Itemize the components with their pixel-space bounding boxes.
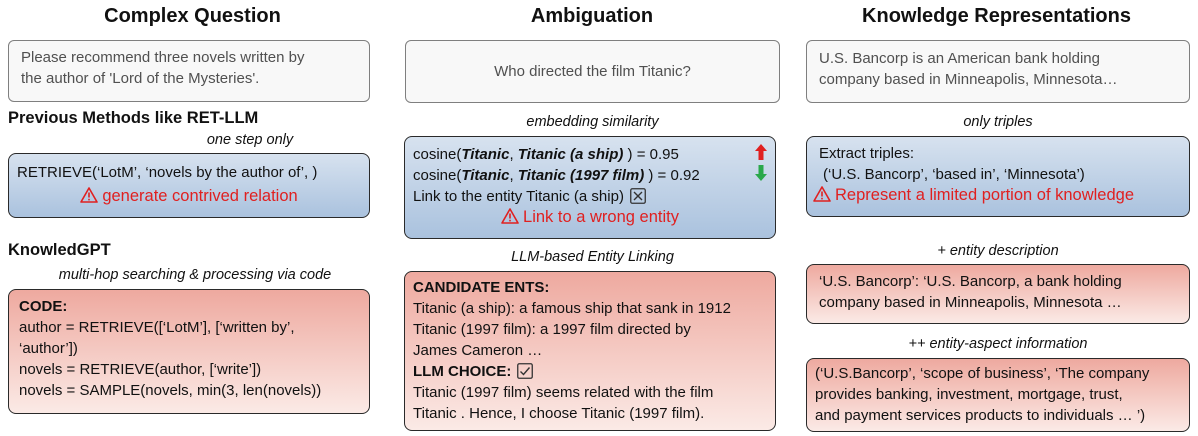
description-line: company based in Minneapolis, Minnesota … — [819, 294, 1122, 311]
check-box-icon — [517, 363, 534, 379]
triples-label: Extract triples: — [819, 145, 915, 162]
col3-header: Knowledge Representations — [862, 5, 1131, 27]
candidate-line: Titanic (a ship): a famous ship that san… — [413, 300, 731, 317]
candidate-line: James Cameron … — [413, 342, 543, 359]
prev-code: RETRIEVE(‘LotM’, ‘novels by the author o… — [17, 164, 318, 181]
link-text: Link to the entity Titanic (a ship) — [413, 188, 624, 205]
source-text-line: U.S. Bancorp is an American bank holding — [819, 50, 1100, 67]
prev-warning: generate contrived relation — [17, 186, 361, 207]
code-line: author = RETRIEVE([‘LotM’], [‘written by… — [19, 319, 295, 336]
llm-caption: LLM-based Entity Linking — [511, 249, 674, 265]
embed-warning-text: Link to a wrong entity — [523, 208, 679, 226]
description-box: ‘U.S. Bancorp’: ‘U.S. Bancorp, a bank ho… — [806, 264, 1190, 324]
cos-sep: , — [509, 146, 518, 163]
code-line: novels = SAMPLE(novels, min(3, len(novel… — [19, 382, 322, 399]
warning-icon — [80, 187, 99, 203]
cos-entity: Titanic — [461, 167, 510, 184]
triples-caption: only triples — [963, 114, 1033, 130]
prev-method-box: RETRIEVE(‘LotM’, ‘novels by the author o… — [8, 153, 370, 218]
aspect-caption: ++ entity-aspect information — [908, 336, 1088, 352]
down-arrow-icon — [755, 165, 767, 181]
code-box: CODE: author = RETRIEVE([‘LotM’], [‘writ… — [8, 289, 370, 414]
aspect-line: provides banking, investment, mortgage, … — [815, 386, 1123, 403]
question-line: Please recommend three novels written by — [21, 49, 305, 66]
question-line: the author of 'Lord of the Mysteries'. — [21, 70, 260, 87]
ambiguous-question: Who directed the film Titanic? — [494, 63, 691, 80]
warning-icon — [813, 186, 831, 202]
x-box-icon — [630, 188, 646, 204]
description-line: ‘U.S. Bancorp’: ‘U.S. Bancorp, a bank ho… — [819, 273, 1122, 290]
choice-text: Titanic . Hence, I choose Titanic (1997 … — [413, 405, 705, 422]
code-line: ‘author’]) — [19, 340, 78, 357]
col2-header: Ambiguation — [530, 5, 654, 27]
choice-line: LLM CHOICE: — [413, 361, 767, 382]
code-line: novels = RETRIEVE(author, [‘write’]) — [19, 361, 262, 378]
col1-header: Complex Question — [104, 5, 281, 27]
kgpt-title: KnowledGPT — [8, 241, 111, 259]
cos-score: ) = 0.95 — [623, 146, 679, 163]
cosine-line-2: cosine(Titanic, Titanic (1997 film) ) = … — [413, 165, 767, 186]
desc-caption: + entity description — [937, 243, 1059, 259]
link-line: Link to the entity Titanic (a ship) — [413, 186, 767, 207]
candidate-label: CANDIDATE ENTS: — [413, 279, 550, 296]
choice-text: Titanic (1997 film) seems related with t… — [413, 384, 714, 401]
cos-score: ) = 0.92 — [644, 167, 700, 184]
cos-prefix: cosine( — [413, 146, 462, 163]
code-label: CODE: — [19, 298, 68, 315]
aspect-line: and payment services products to individ… — [815, 407, 1146, 424]
question-box: Please recommend three novels written by… — [8, 40, 370, 102]
cosine-line-1: cosine(Titanic, Titanic (a ship) ) = 0.9… — [413, 144, 767, 165]
triples-box: Extract triples: (‘U.S. Bancorp’, ‘based… — [806, 136, 1190, 217]
candidate-line: Titanic (1997 film): a 1997 film directe… — [413, 321, 691, 338]
aspect-box: (‘U.S.Bancorp’, ‘scope of business’, ‘Th… — [806, 358, 1190, 432]
triples-warning: Represent a limited portion of knowledge — [813, 185, 1177, 206]
cos-sep: , — [509, 167, 518, 184]
kgpt-caption: multi-hop searching & processing via cod… — [58, 267, 332, 283]
aspect-line: (‘U.S.Bancorp’, ‘scope of business’, ‘Th… — [815, 365, 1150, 382]
llm-linking-box: CANDIDATE ENTS: Titanic (a ship): a famo… — [404, 271, 776, 431]
prev-warning-text: generate contrived relation — [102, 187, 298, 205]
ambiguous-question-box: Who directed the film Titanic? — [405, 40, 780, 103]
cos-entity: Titanic — [461, 146, 510, 163]
prev-caption: one step only — [206, 132, 294, 148]
choice-label: LLM CHOICE: — [413, 363, 512, 380]
cos-candidate: Titanic (a ship) — [517, 146, 624, 163]
cos-candidate: Titanic (1997 film) — [517, 167, 645, 184]
triples-warning-text: Represent a limited portion of knowledge — [835, 186, 1135, 204]
triple: (‘U.S. Bancorp’, ‘based in’, ‘Minnesota’… — [823, 166, 1085, 183]
embedding-box: cosine(Titanic, Titanic (a ship) ) = 0.9… — [404, 136, 776, 239]
embed-caption: embedding similarity — [526, 114, 659, 130]
prev-methods-title: Previous Methods like RET-LLM — [8, 109, 259, 127]
source-text-line: company based in Minneapolis, Minnesota… — [819, 71, 1118, 88]
embed-warning: Link to a wrong entity — [413, 207, 767, 228]
warning-icon — [501, 208, 519, 224]
up-arrow-icon — [755, 144, 767, 160]
cos-prefix: cosine( — [413, 167, 462, 184]
source-text-box: U.S. Bancorp is an American bank holding… — [806, 40, 1190, 103]
